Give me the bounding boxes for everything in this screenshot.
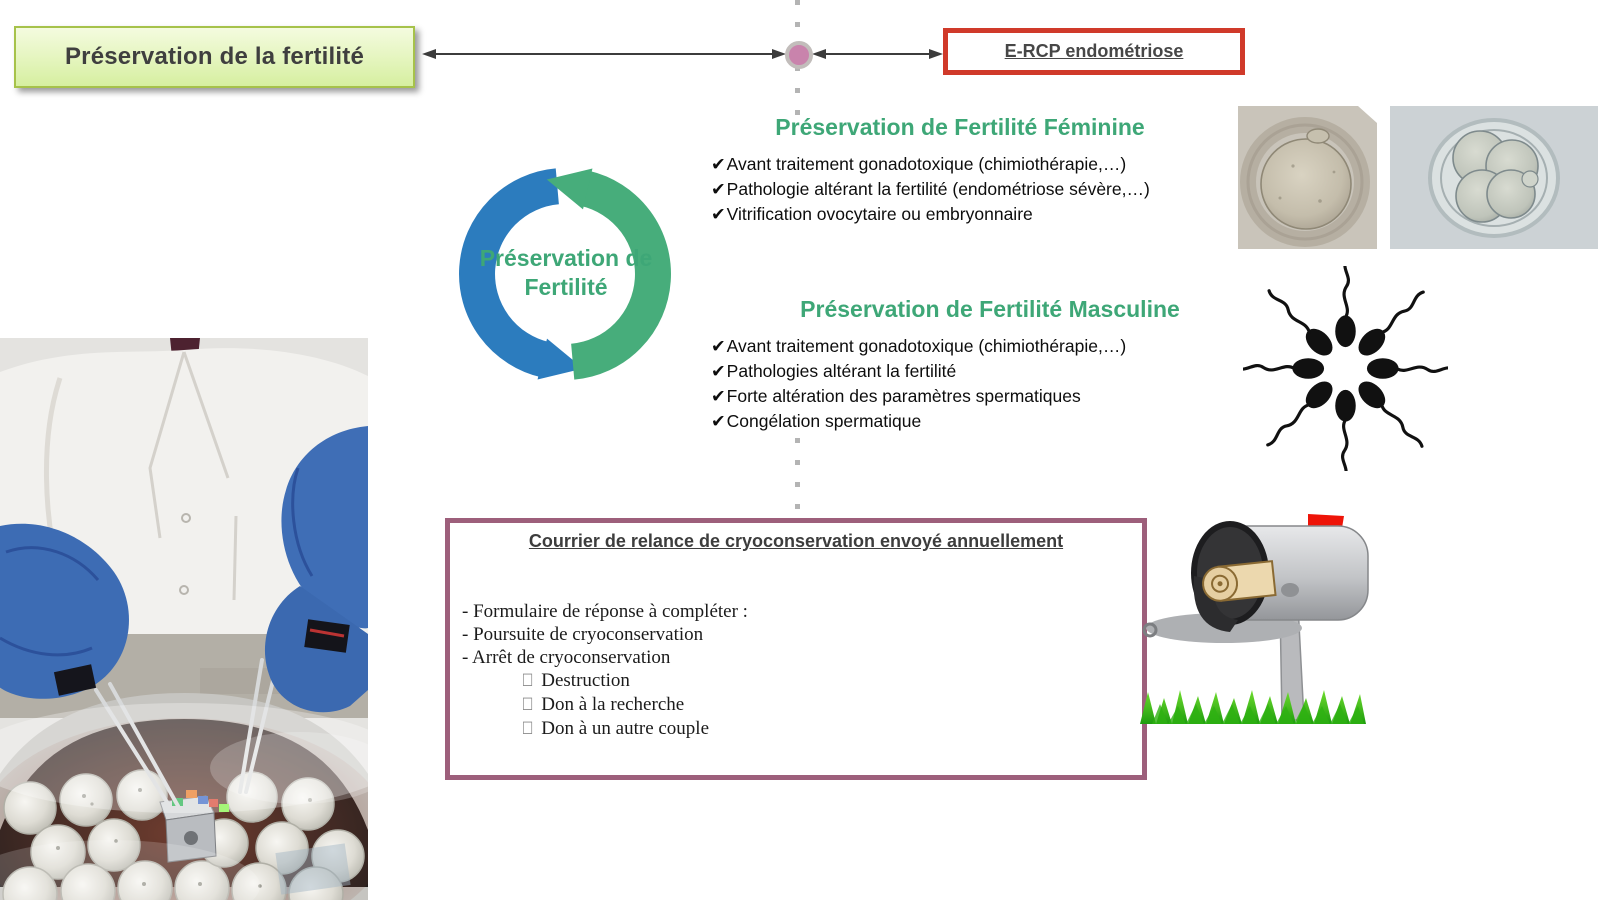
fertility-title-label: Préservation de la fertilité [64,43,365,70]
list-item: ✔Avant traitement gonadotoxique (chimiot… [711,154,1127,175]
rolled-letter [1202,560,1277,602]
cycle-green-arc [546,168,671,380]
oocyte-micrograph [1238,106,1377,249]
cycle-center-label: Préservation de Fertilité [479,245,653,300]
list-item: ✔Pathologie altérant la fertilité (endom… [711,179,1150,200]
list-item: - Arrêt de cryoconservation [462,647,671,668]
feminine-heading: Préservation de Fertilité Féminine [775,114,1145,140]
check-icon: ✔ [711,412,726,432]
list-item: - Formulaire de réponse à compléter : [462,601,748,622]
embryo-micrograph [1390,106,1598,249]
mailbox-illustration [1140,514,1369,724]
masculine-heading: Préservation de Fertilité Masculine [800,296,1180,322]
list-item: - Poursuite de cryoconservation [462,624,704,645]
courier-reminder-box: Courrier de relance de cryoconservation … [445,518,1147,780]
list-item: ✔Pathologies altérant la fertilité [711,361,957,382]
dotted-line-middle [795,438,800,516]
check-icon: ✔ [711,387,726,407]
list-item: ☐Destruction [521,670,630,691]
cycle-arrows-diagram [459,168,671,380]
connector-arrows [422,49,943,59]
frozen-canisters [2,769,365,900]
check-icon: ✔ [711,337,726,357]
courier-body: - Formulaire de réponse à compléter : - … [462,600,1142,741]
check-icon: ✔ [711,205,726,225]
check-icon: ✔ [711,155,726,175]
fertility-title-box: Préservation de la fertilité [14,26,415,88]
check-icon: ✔ [711,362,726,382]
ercp-endometriose-label: E-RCP endométriose [1004,41,1184,61]
empty-checkbox-icon: ☐ [521,695,534,715]
cryo-gloves [0,426,368,713]
list-item: ✔Forte altération des paramètres spermat… [711,386,1081,407]
list-item: ☐Don à un autre couple [521,718,710,739]
cryo-tank-photo [0,338,368,900]
sperm-star-illustration [1243,266,1448,471]
empty-checkbox-icon: ☐ [521,671,534,691]
feminine-bullet-list: ✔Avant traitement gonadotoxique (chimiot… [711,152,1150,227]
list-item: ✔Congélation spermatique [711,411,922,432]
masculine-bullet-list: ✔Avant traitement gonadotoxique (chimiot… [711,334,1126,434]
cycle-blue-arc [459,168,584,380]
timeline-node-dot [785,41,813,69]
list-item: ✔Vitrification ovocytaire ou embryonnair… [711,204,1033,225]
ercp-endometriose-box: E-RCP endométriose [943,28,1245,75]
empty-checkbox-icon: ☐ [521,719,534,739]
check-icon: ✔ [711,180,726,200]
list-item: ☐Don à la recherche [521,694,685,715]
list-item: ✔Avant traitement gonadotoxique (chimiot… [711,336,1127,357]
courier-title: Courrier de relance de cryoconservation … [528,531,1064,551]
